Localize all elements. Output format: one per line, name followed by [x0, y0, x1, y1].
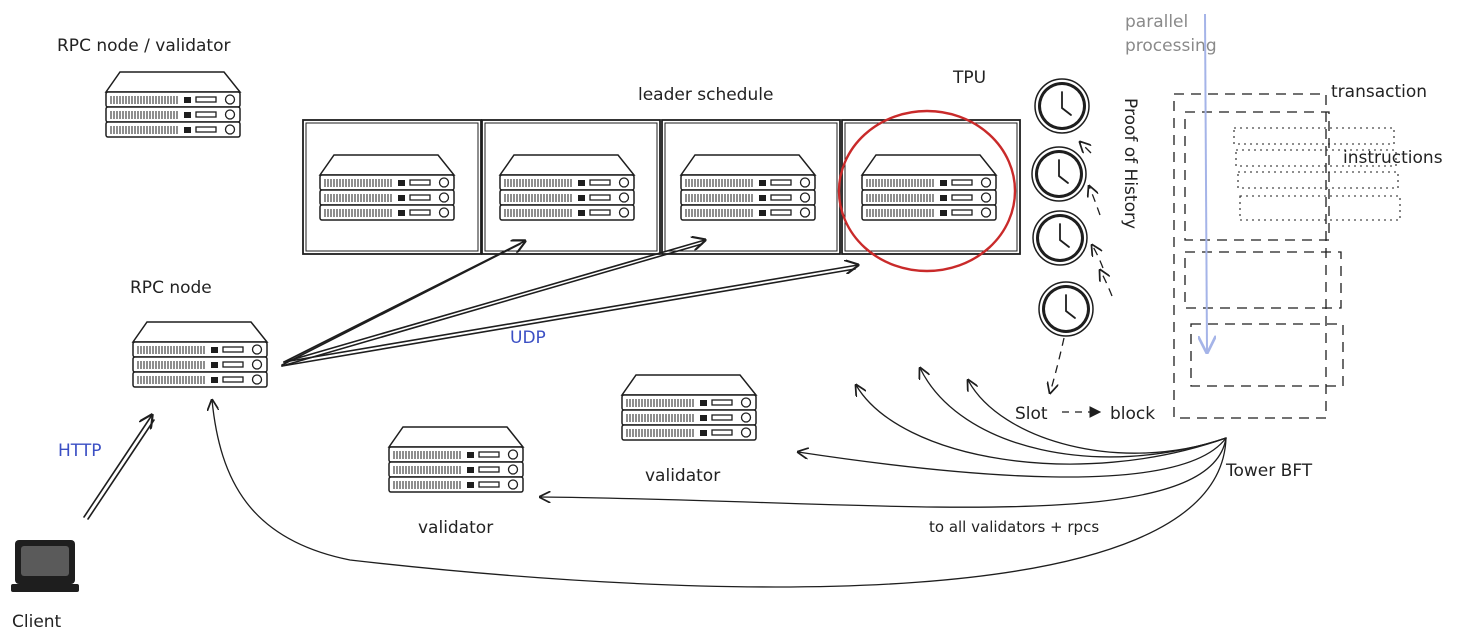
slot-label: Slot [1015, 404, 1048, 424]
server-rack-icon [388, 426, 524, 493]
http-label: HTTP [58, 441, 102, 461]
leader-schedule-row [302, 119, 1021, 255]
udp-label: UDP [510, 328, 546, 348]
slot-box-2 [481, 119, 661, 255]
parallel-label: parallel [1125, 12, 1188, 32]
computer-icon [11, 540, 79, 592]
clock-icon [1032, 210, 1088, 266]
transaction-batch-3 [1190, 323, 1344, 387]
clock-icon [1038, 281, 1094, 337]
udp-arrows [281, 240, 858, 367]
instructions-label: instructions [1343, 148, 1443, 168]
tpu-highlight-circle [837, 109, 1017, 273]
rpc-validator-label: RPC node / validator [57, 36, 231, 56]
instruction-row [1233, 127, 1395, 145]
server-rack-icon [319, 154, 455, 221]
server-rack-icon [105, 71, 241, 138]
slot-box-1 [302, 119, 482, 255]
proof-of-history-label: Proof of History [1120, 98, 1140, 229]
server-rack-icon [499, 154, 635, 221]
transaction-batch-2 [1184, 251, 1342, 309]
tower-bft-label: Tower BFT [1225, 461, 1313, 481]
server-rack-icon [132, 321, 268, 388]
instruction-row [1239, 195, 1401, 221]
slot-box-4 [841, 119, 1021, 255]
server-rack-icon [861, 154, 997, 221]
poh-sequence-arrows [1050, 142, 1113, 393]
clock-icon [1034, 78, 1090, 134]
instruction-row [1235, 149, 1397, 167]
rpc-node-label: RPC node [130, 278, 212, 298]
tpu-label: TPU [952, 68, 986, 88]
server-rack-icon [621, 374, 757, 441]
client-label: Client [12, 612, 62, 632]
server-rack-icon [680, 154, 816, 221]
transaction-box [1173, 93, 1327, 419]
leader-schedule-label: leader schedule [638, 85, 773, 105]
clock-icon [1031, 146, 1087, 202]
validator-label-1: validator [645, 466, 720, 486]
tower-bft-broadcast-arrows [212, 368, 1227, 588]
processing-label: processing [1125, 36, 1217, 56]
transaction-stack [1173, 93, 1401, 419]
http-arrow [83, 415, 152, 518]
transaction-label: transaction [1331, 82, 1427, 102]
to-all-validators-label: to all validators + rpcs [929, 518, 1099, 536]
block-label: block [1110, 404, 1155, 424]
transaction-batch-1 [1184, 111, 1330, 241]
parallel-processing-arrow [1205, 13, 1207, 352]
validator-label-2: validator [418, 518, 493, 538]
instruction-row [1237, 171, 1399, 189]
